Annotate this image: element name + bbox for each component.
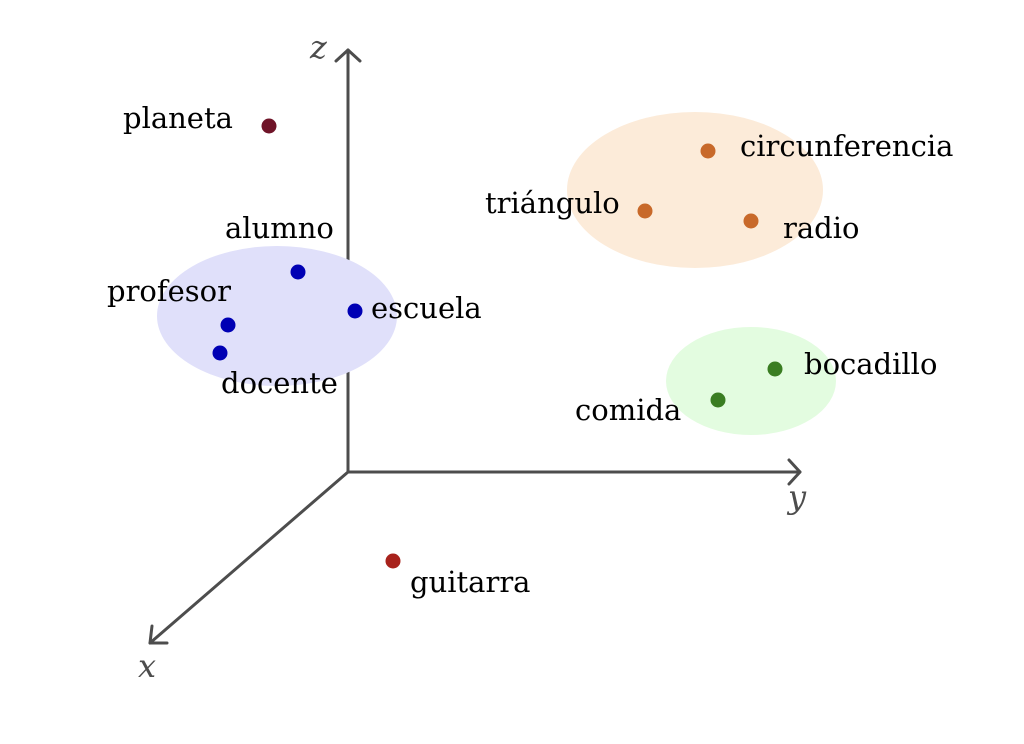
point-7 — [743, 213, 759, 229]
word-label: docente — [221, 366, 338, 400]
z-axis-label: z — [309, 28, 328, 66]
point-1 — [290, 264, 306, 280]
point-10 — [385, 553, 401, 569]
cluster-education — [157, 246, 397, 386]
word-label: circunferencia — [740, 129, 953, 163]
z-axis-arrowhead — [334, 48, 362, 63]
point-6 — [700, 143, 716, 159]
word-label: comida — [575, 393, 681, 427]
word-label: triángulo — [485, 186, 620, 220]
word-label: planeta — [123, 101, 233, 135]
x-axis-label: x — [138, 647, 156, 685]
word-label: guitarra — [410, 565, 530, 599]
word-label: bocadillo — [804, 347, 937, 381]
point-4 — [212, 345, 228, 361]
cluster-geometry — [567, 112, 823, 268]
x-axis-arrowhead — [148, 624, 169, 645]
y-axis-label: y — [786, 478, 807, 516]
x-axis — [148, 470, 350, 645]
word-label: alumno — [225, 211, 334, 245]
word-label: escuela — [371, 291, 482, 325]
point-8 — [767, 361, 783, 377]
word-label: profesor — [107, 274, 231, 308]
point-5 — [637, 203, 653, 219]
word-label: radio — [783, 211, 859, 245]
point-9 — [710, 392, 726, 408]
point-0 — [261, 118, 277, 134]
y-axis-arrowhead — [787, 458, 802, 486]
point-2 — [220, 317, 236, 333]
cluster-food — [666, 327, 836, 435]
point-3 — [347, 303, 363, 319]
